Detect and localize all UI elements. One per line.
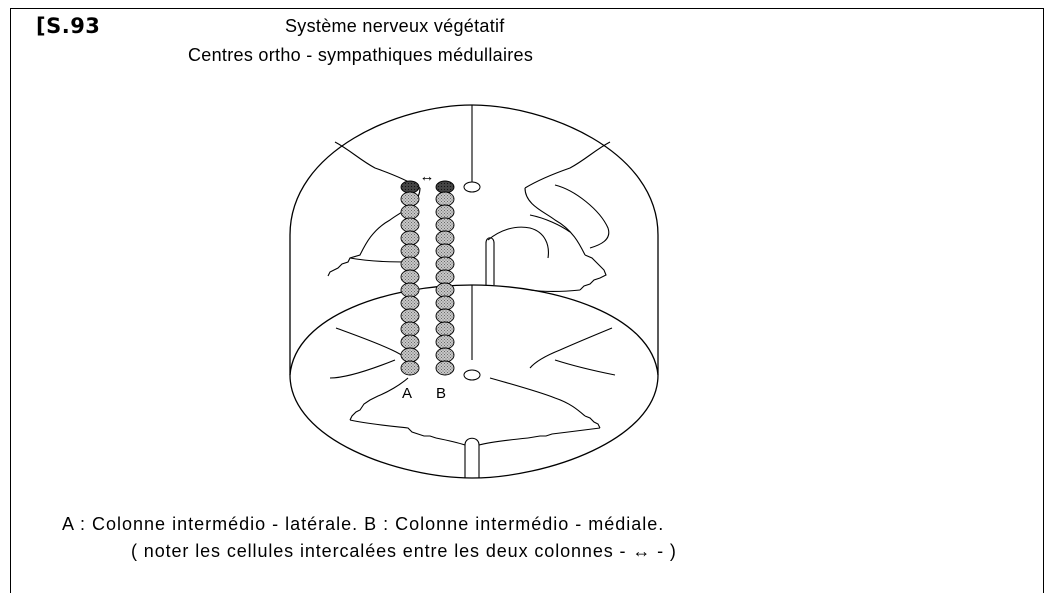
- cell-b: [436, 257, 454, 271]
- column-a-cells: [401, 181, 419, 375]
- cell-a: [401, 283, 419, 297]
- cell-b: [436, 348, 454, 362]
- intercalated-arrow: ↔: [420, 168, 435, 185]
- column-b-cells: [436, 181, 454, 375]
- label-column-a: A: [402, 385, 412, 402]
- cell-a: [401, 296, 419, 310]
- cell-a: [401, 205, 419, 219]
- cell-a: [401, 335, 419, 349]
- cell-b: [436, 231, 454, 245]
- cell-b: [436, 205, 454, 219]
- cell-a: [401, 322, 419, 336]
- cell-a: [401, 218, 419, 232]
- cell-b: [436, 283, 454, 297]
- cell-a: [401, 192, 419, 206]
- cell-b: [436, 361, 454, 375]
- upper-grey-matter: [328, 105, 610, 292]
- cell-a: [401, 244, 419, 258]
- central-canal-lower: [464, 370, 480, 380]
- label-column-b: B: [436, 385, 446, 402]
- cell-a: [401, 348, 419, 362]
- cord-cylinder: [290, 105, 658, 478]
- lower-segment-top: [290, 285, 658, 375]
- cell-b: [436, 309, 454, 323]
- lower-segment-outline: [290, 375, 658, 478]
- cell-a-top: [401, 181, 419, 193]
- cell-b: [436, 192, 454, 206]
- caption-line-2: ( noter les cellules intercalées entre l…: [131, 541, 677, 562]
- caption-line-1: A : Colonne intermédio - latérale. B : C…: [62, 514, 664, 535]
- cell-a: [401, 257, 419, 271]
- cell-a: [401, 361, 419, 375]
- lower-grey-matter: [330, 285, 615, 478]
- cell-b: [436, 335, 454, 349]
- cell-a: [401, 270, 419, 284]
- cell-b: [436, 270, 454, 284]
- cell-b: [436, 296, 454, 310]
- cell-a: [401, 231, 419, 245]
- cell-b: [436, 322, 454, 336]
- central-canal-upper: [464, 182, 480, 192]
- cell-b: [436, 218, 454, 232]
- upper-segment-outline: [290, 105, 658, 235]
- cell-a: [401, 309, 419, 323]
- cell-b: [436, 244, 454, 258]
- cell-b-top: [436, 181, 454, 193]
